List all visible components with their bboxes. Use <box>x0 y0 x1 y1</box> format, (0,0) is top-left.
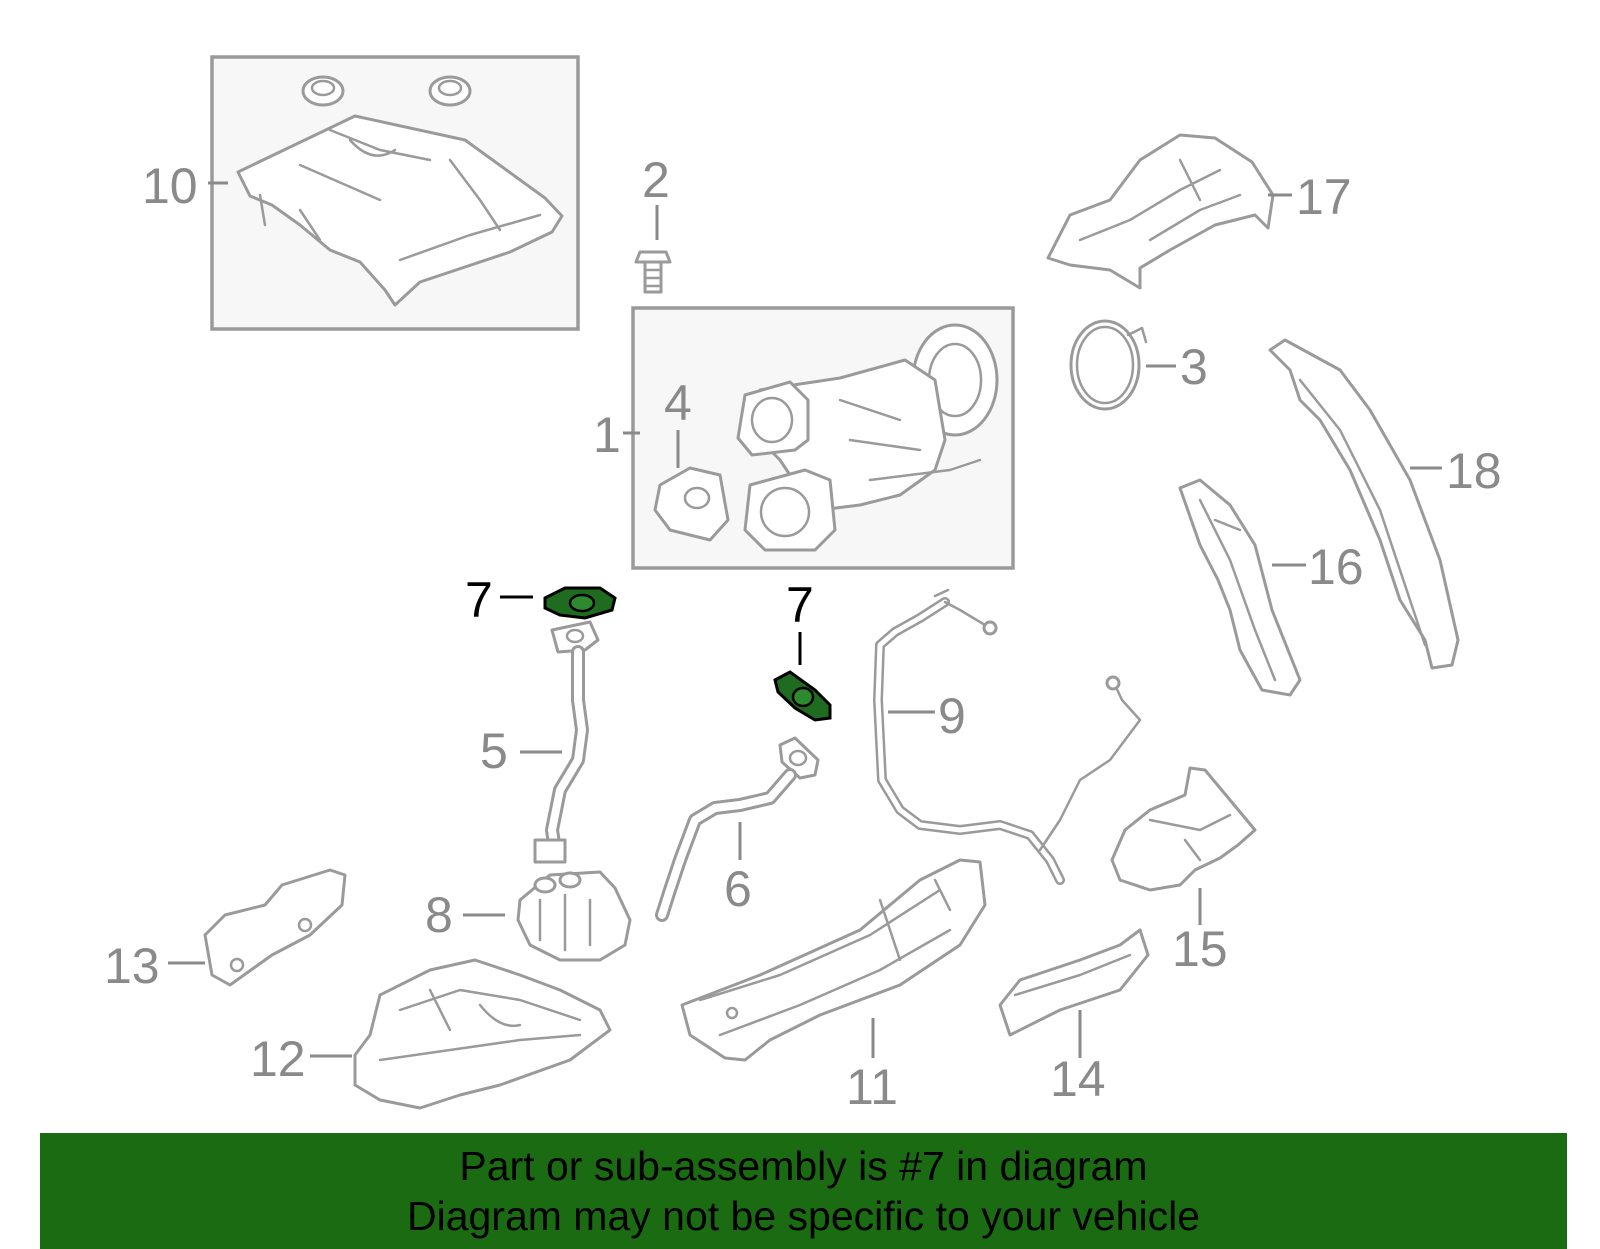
part-18-heat-shield[interactable] <box>1268 338 1460 670</box>
callout-7-upper: 7 <box>465 572 493 628</box>
part-7-gasket-lower[interactable] <box>773 670 832 722</box>
callout-9: 9 <box>938 688 966 744</box>
callout-4: 4 <box>664 375 692 431</box>
callout-17: 17 <box>1296 169 1352 225</box>
part-15-bracket[interactable] <box>1110 766 1257 892</box>
leader-lines <box>168 181 1442 1058</box>
part-12-heat-shield[interactable] <box>353 958 612 1110</box>
callout-7-lower: 7 <box>786 577 814 633</box>
callout-12: 12 <box>250 1031 306 1087</box>
part-10-engine-cover[interactable] <box>210 55 580 331</box>
banner-line-2: Diagram may not be specific to your vehi… <box>406 1193 1200 1239</box>
callout-labels: 1 2 3 4 5 6 7 7 8 9 10 11 12 13 14 15 16… <box>104 152 1502 1115</box>
callout-16: 16 <box>1308 539 1364 595</box>
part-5-oil-line[interactable] <box>533 620 600 864</box>
part-1-turbocharger[interactable] <box>631 306 1015 570</box>
part-17-heat-shield[interactable] <box>1046 133 1275 290</box>
callout-3: 3 <box>1180 339 1208 395</box>
part-11-heat-shield[interactable] <box>680 858 987 1062</box>
callout-13: 13 <box>104 938 160 994</box>
callout-11: 11 <box>846 1059 898 1115</box>
part-13-bracket[interactable] <box>203 868 347 987</box>
callout-14: 14 <box>1050 1051 1106 1107</box>
callout-6: 6 <box>724 861 752 917</box>
callout-10: 10 <box>142 158 198 214</box>
callout-2: 2 <box>642 152 670 208</box>
callout-5: 5 <box>480 723 508 779</box>
info-banner: Part or sub-assembly is #7 in diagram Di… <box>40 1133 1567 1249</box>
callout-18: 18 <box>1446 443 1502 499</box>
banner-line-1: Part or sub-assembly is #7 in diagram <box>459 1143 1148 1189</box>
part-3-clamp[interactable] <box>1069 319 1148 411</box>
callout-15: 15 <box>1172 921 1228 977</box>
part-7-gasket-upper[interactable] <box>543 586 617 620</box>
part-16-heat-shield[interactable] <box>1178 478 1302 697</box>
part-2-bolt[interactable] <box>634 250 672 294</box>
callout-8: 8 <box>425 887 453 943</box>
part-6-oil-return-line[interactable] <box>655 736 820 922</box>
part-8-fitting-block[interactable] <box>516 870 632 962</box>
callout-1: 1 <box>593 407 621 463</box>
part-9-coolant-line[interactable] <box>873 588 1142 885</box>
part-14-bracket[interactable] <box>998 928 1150 1037</box>
